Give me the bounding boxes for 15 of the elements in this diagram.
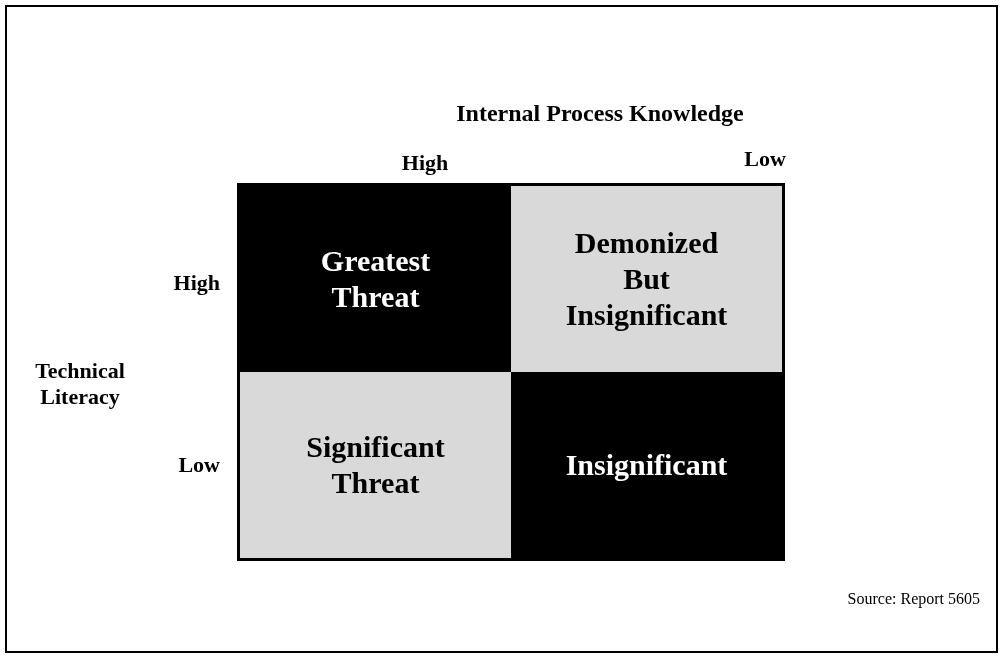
quadrant-cell <box>511 372 782 558</box>
quadrant-label: Significant Threat <box>305 429 446 501</box>
axis-title: Technical Literacy <box>34 358 126 410</box>
quadrant-cell <box>511 186 782 372</box>
quadrant-cell <box>240 186 511 372</box>
source-note: Source: Report 5605 <box>846 590 980 608</box>
axis-level: Low <box>743 146 787 172</box>
quadrant-label: Greatest Threat <box>319 243 432 315</box>
quadrant-label: Demonized But Insignificant <box>564 225 729 333</box>
axis-title: Internal Process Knowledge <box>455 100 745 127</box>
axis-level: High <box>400 150 450 176</box>
quadrant-cell <box>240 372 511 558</box>
axis-level: Low <box>177 452 220 478</box>
quadrant-label: Insignificant <box>565 447 728 483</box>
axis-level: High <box>172 270 220 296</box>
